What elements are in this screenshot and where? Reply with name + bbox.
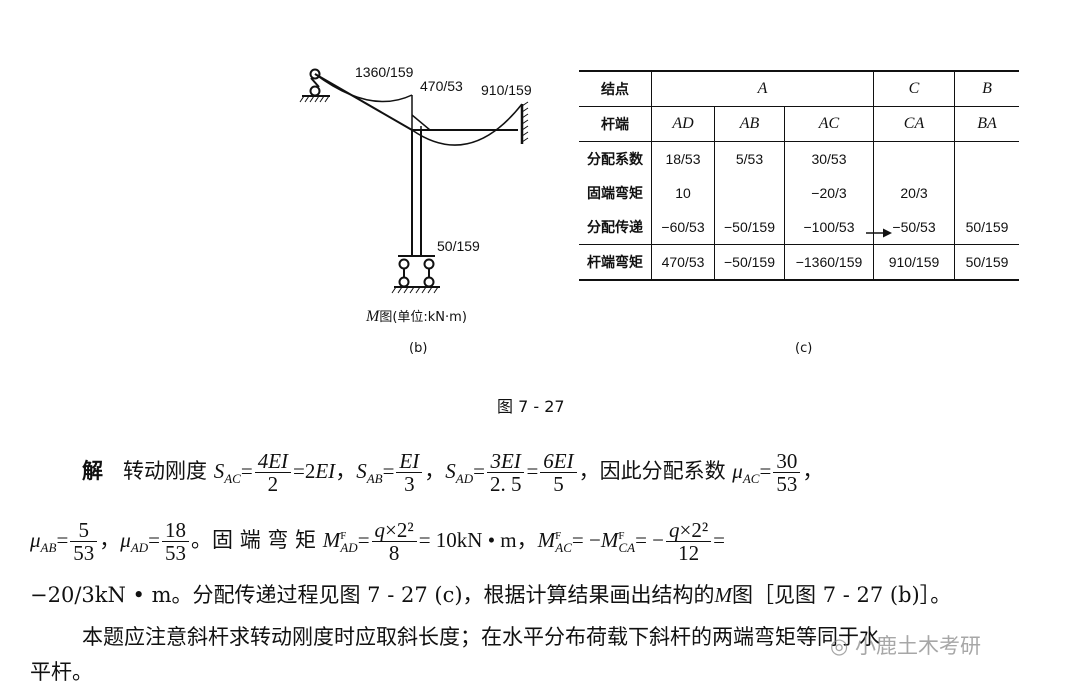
- solution-label: 解: [82, 458, 103, 483]
- solution-text: 平杆。: [30, 660, 93, 684]
- bottom-roller-2: [423, 258, 435, 270]
- row-header: 固端弯矩: [579, 176, 652, 210]
- solution-text: −20/3kN • m。分配传递过程见图 7 - 27 (c)，根据计算结果画出…: [30, 583, 715, 607]
- col-ad: AD: [651, 106, 715, 142]
- col-ac: AC: [784, 106, 874, 142]
- solution-text: 转动刚度: [123, 459, 208, 483]
- row-header: 杆端弯矩: [579, 244, 652, 281]
- table-row: 固端弯矩 10 −20/3 20/3: [579, 176, 1019, 210]
- inclined-member: [314, 73, 413, 131]
- bottom-roller-1: [398, 258, 410, 270]
- table-cell: 50/159: [965, 219, 1009, 235]
- diagram-caption: M图(单位:kN·m): [366, 308, 467, 325]
- table-row: 分配传递 −60/53 −50/159 −100/53 −50/53 50/15…: [579, 210, 1019, 245]
- table-cell: −60/53: [651, 210, 715, 245]
- subcaption-c: (c): [795, 341, 813, 356]
- solution-text: 。固 端 弯 矩: [191, 528, 317, 552]
- solution-text: 本题应注意斜杆求转动刚度时应取斜长度；在水平分布荷载下斜杆的两端弯矩等同于水: [82, 625, 880, 649]
- moment-distribution-table: 结点 A C B 杆端 AD AB AC CA BA 分配系数 18/53 5/…: [579, 70, 1019, 281]
- left-pin-bottom: [309, 85, 321, 97]
- table-cell: 30/53: [784, 141, 874, 176]
- row-header: 分配系数: [579, 141, 652, 176]
- table-cell: 18/53: [651, 141, 715, 176]
- table-row: 杆端弯矩 470/53 −50/159 −1360/159 910/159 50…: [579, 244, 1019, 281]
- moment-label-50: 50/159: [437, 238, 480, 254]
- table-row: 分配系数 18/53 5/53 30/53: [579, 141, 1019, 176]
- table-cell: [714, 176, 785, 210]
- joint-c-header: C: [873, 70, 955, 107]
- table-cell: −50/159: [714, 244, 785, 281]
- solution-text: 图［见图 7 - 27 (b)］。: [732, 583, 952, 607]
- col-ab: AB: [714, 106, 785, 142]
- table-cell: −100/53: [784, 210, 874, 245]
- solution-note: 本题应注意斜杆求转动刚度时应取斜长度；在水平分布荷载下斜杆的两端弯矩等同于水: [82, 617, 1072, 657]
- joint-a-header: A: [651, 70, 874, 107]
- moment-curve-inclined: [314, 73, 413, 103]
- table-cell: −20/3: [784, 176, 874, 210]
- joint-b-header: B: [954, 70, 1019, 107]
- solution-line-3: −20/3kN • m。分配传递过程见图 7 - 27 (c)，根据计算结果画出…: [30, 583, 952, 607]
- table-cell: 50/159: [954, 244, 1019, 281]
- table-cell: 470/53: [651, 244, 715, 281]
- watermark: ◎ 小鹿土木考研: [830, 634, 982, 658]
- table-cell: −1360/159: [784, 244, 874, 281]
- solution-text: ，因此分配系数: [578, 459, 726, 483]
- table-cell: −50/53: [873, 210, 955, 245]
- table-cell: [955, 176, 1020, 210]
- row-header: 杆端: [579, 106, 652, 142]
- moment-label-1360: 1360/159: [355, 64, 414, 80]
- subcaption-b: (b): [409, 341, 428, 356]
- table-cell: [954, 141, 1019, 176]
- solution-note-2: 平杆。: [30, 652, 1060, 692]
- col-ca: CA: [873, 106, 955, 142]
- table-cell: [873, 141, 955, 176]
- moment-curve-horizontal: [411, 103, 523, 146]
- wechat-icon: ◎: [830, 634, 849, 658]
- table-cell: −50/159: [714, 210, 785, 245]
- moment-diagram: [299, 68, 529, 294]
- moment-label-910: 910/159: [481, 82, 532, 98]
- table-cell: 10: [651, 176, 715, 210]
- figure-caption: 图 7 - 27: [497, 397, 565, 416]
- carry-over-arrow-icon: [866, 228, 892, 238]
- table-cell: 20/3: [873, 176, 955, 210]
- row-header: 分配传递: [579, 210, 652, 245]
- col-ba: BA: [954, 106, 1019, 142]
- table-cell: 5/53: [714, 141, 785, 176]
- moment-label-470: 470/53: [420, 78, 463, 94]
- table-cell: 910/159: [873, 244, 955, 281]
- row-header: 结点: [579, 70, 652, 107]
- table-row: 结点 A C B: [579, 70, 1019, 107]
- table-row: 杆端 AD AB AC CA BA: [579, 106, 1019, 142]
